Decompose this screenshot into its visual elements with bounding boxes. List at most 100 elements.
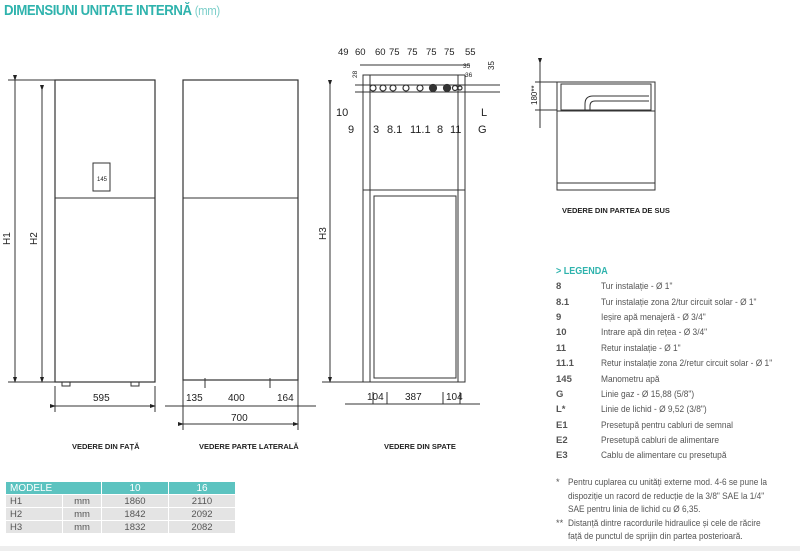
footnote-text: Distanță dintre racordurile hidraulice ș… xyxy=(568,517,761,542)
legend-item: E2 Presetupă cabluri de alimentare xyxy=(556,433,796,448)
legend-text: Linie gaz - Ø 15,88 (5/8") xyxy=(601,388,695,400)
cell: mm xyxy=(63,507,101,520)
legend-text: Presetupă cabluri de alimentare xyxy=(601,435,720,447)
cell: mm xyxy=(63,520,101,533)
legend-text: Presetupă pentru cabluri de semnal xyxy=(601,419,733,431)
top-dim: 55 xyxy=(465,47,476,58)
cell: mm xyxy=(63,494,101,507)
legend-code: 9 xyxy=(556,311,562,323)
conn-label: 3 xyxy=(373,124,379,136)
footnote-text: Pentru cuplarea cu unități externe mod. … xyxy=(568,477,768,514)
dim-h2: H2 xyxy=(29,232,40,245)
legend-code: 145 xyxy=(556,373,572,385)
caption-front: VEDERE DIN FAȚĂ xyxy=(72,442,140,451)
page-title: DIMENSIUNI UNITATE INTERNĂ (mm) xyxy=(4,2,220,19)
cell: 2110 xyxy=(169,494,235,507)
footnote: ** Distanță dintre racordurile hidraulice… xyxy=(556,517,796,544)
legend-code: L* xyxy=(556,404,566,416)
conn-label: L xyxy=(481,107,487,119)
legend-title: > LEGENDA xyxy=(556,266,608,277)
caption-side: VEDERE PARTE LATERALĂ xyxy=(199,442,299,451)
top-dim: 75 xyxy=(407,47,418,58)
legend-code: 11 xyxy=(556,342,567,354)
legend-code: 8 xyxy=(556,281,562,293)
bottom-dim: 104 xyxy=(367,392,384,403)
cell: 1832 xyxy=(102,520,168,533)
connection-labels: 10 9 3 8.1 11.1 8 11 G L xyxy=(336,107,487,136)
dim-h1: H1 xyxy=(2,232,13,245)
legend-text: Linie de lichid - Ø 9,52 (3/8") xyxy=(601,404,707,416)
conn-label: 8.1 xyxy=(387,124,402,136)
small-dim: 28 xyxy=(352,70,359,78)
caption-top: VEDERE DIN PARTEA DE SUS xyxy=(562,206,670,215)
top-dim: 49 xyxy=(338,47,349,58)
legend-item: L* Linie de lichid - Ø 9,52 (3/8") xyxy=(556,402,796,417)
legend-code: G xyxy=(556,388,564,400)
cell: 2092 xyxy=(169,507,235,520)
small-dim: 35 xyxy=(463,63,471,70)
header-16: 16 xyxy=(169,482,235,494)
top-dim: 60 xyxy=(375,47,386,58)
dim-width: 595 xyxy=(93,393,110,404)
front-view: 145 H1 H2 595 VEDERE DIN FAȚĂ xyxy=(2,75,156,451)
legend-code: 10 xyxy=(556,327,567,339)
conn-label: 8 xyxy=(437,124,443,136)
bottom-dim: 387 xyxy=(405,392,422,403)
legend-code: E1 xyxy=(556,419,568,431)
conn-label: G xyxy=(478,124,487,136)
legend-item: E3 Cablu de alimentare cu presetupă xyxy=(556,448,796,463)
title-text: DIMENSIUNI UNITATE INTERNĂ xyxy=(4,2,192,19)
footnote-mark: * xyxy=(556,477,560,487)
legend-code: 8.1 xyxy=(556,296,570,308)
legend-text: Retur instalație zona 2/retur circuit so… xyxy=(601,358,773,370)
caption-back: VEDERE DIN SPATE xyxy=(384,442,456,451)
cell: 2082 xyxy=(169,520,235,533)
legend-item: E1 Presetupă pentru cabluri de semnal xyxy=(556,418,796,433)
legend-text: Tur instalație - Ø 1" xyxy=(601,281,673,293)
footnotes: * Pentru cuplarea cu unități externe mod.… xyxy=(556,476,796,544)
small-dim: 36 xyxy=(465,72,473,79)
conn-label: 10 xyxy=(336,107,348,119)
conn-label: 11 xyxy=(450,124,461,136)
bottom-dim: 104 xyxy=(446,392,463,403)
legend-code: E3 xyxy=(556,450,568,462)
cell: H2 xyxy=(6,507,62,520)
small-dim: 35 xyxy=(487,61,496,70)
top-dim: 75 xyxy=(444,47,455,58)
dim-700: 700 xyxy=(231,413,248,424)
dim-164: 164 xyxy=(277,393,294,404)
top-view: 180** VEDERE DIN PARTEA DE SUS xyxy=(530,58,670,215)
back-view: H3 49 60 60 75 75 75 75 55 35 36 28 35 1… xyxy=(318,47,500,451)
header-modele: MODELE xyxy=(6,482,101,494)
legend-item: 8 Tur instalație - Ø 1" xyxy=(556,279,796,294)
legend-text: Retur instalație - Ø 1" xyxy=(601,342,681,354)
top-dim: 60 xyxy=(355,47,366,58)
legend-code: 11.1 xyxy=(556,358,574,370)
top-dim: 75 xyxy=(389,47,400,58)
top-dims: 49 60 60 75 75 75 75 55 35 36 28 35 xyxy=(338,47,496,79)
footnote-mark: ** xyxy=(556,517,564,528)
cell: H1 xyxy=(6,494,62,507)
legend-item: 10 Intrare apă din rețea - Ø 3/4" xyxy=(556,325,796,340)
legend-code: E2 xyxy=(556,435,568,447)
cell: 1842 xyxy=(102,507,168,520)
legend-text: Cablu de alimentare cu presetupă xyxy=(601,450,727,462)
side-view: 135 400 164 700 VEDERE PARTE LATERALĂ xyxy=(165,79,316,451)
cell: 1860 xyxy=(102,494,168,507)
conn-label: 11.1 xyxy=(410,124,431,136)
header-10: 10 xyxy=(102,482,168,494)
legend-item: 11.1 Retur instalație zona 2/retur circui… xyxy=(556,356,796,371)
dim-135: 135 xyxy=(186,393,203,404)
display-panel xyxy=(92,162,111,192)
top-dim: 75 xyxy=(426,47,437,58)
legend-text: Intrare apă din rețea - Ø 3/4" xyxy=(601,327,708,339)
title-unit: (mm) xyxy=(194,3,220,18)
